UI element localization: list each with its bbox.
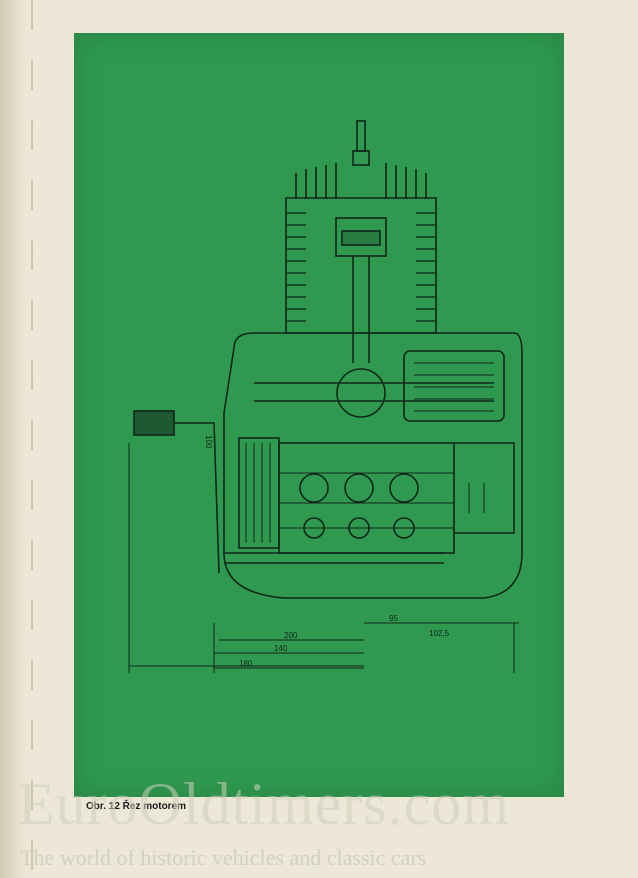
dimension-label: 140 [274,644,288,653]
spark-plug [356,120,366,152]
connecting-rod [352,256,370,363]
engine-cross-section-drawing: 200 95 102,5 140 180 100 [128,120,523,673]
kickstart-lever [174,422,220,574]
figure-caption: Obr. 12 Řez motorem [86,801,187,812]
watermark-subtitle: The world of historic vehicles and class… [20,845,427,870]
dimension-label: 200 [284,631,298,640]
watermark-title: EuroOldtimers.com [18,771,510,837]
page-edge [0,0,26,878]
piston [335,217,387,257]
cylinder-fins [295,163,427,198]
crankcase [223,332,523,599]
lower-shaft [224,552,444,564]
dimension-label: 95 [389,614,398,623]
dimension-label: 180 [239,659,253,668]
illustration-plate: 200 95 102,5 140 180 100 [74,33,564,797]
crankshaft [254,382,494,402]
dimension-label: 100 [204,435,213,449]
binding-stitches [31,0,33,878]
kickstart-pedal [133,410,175,436]
generator [403,350,505,422]
dimension-label: 102,5 [429,629,450,638]
clutch [238,437,280,549]
